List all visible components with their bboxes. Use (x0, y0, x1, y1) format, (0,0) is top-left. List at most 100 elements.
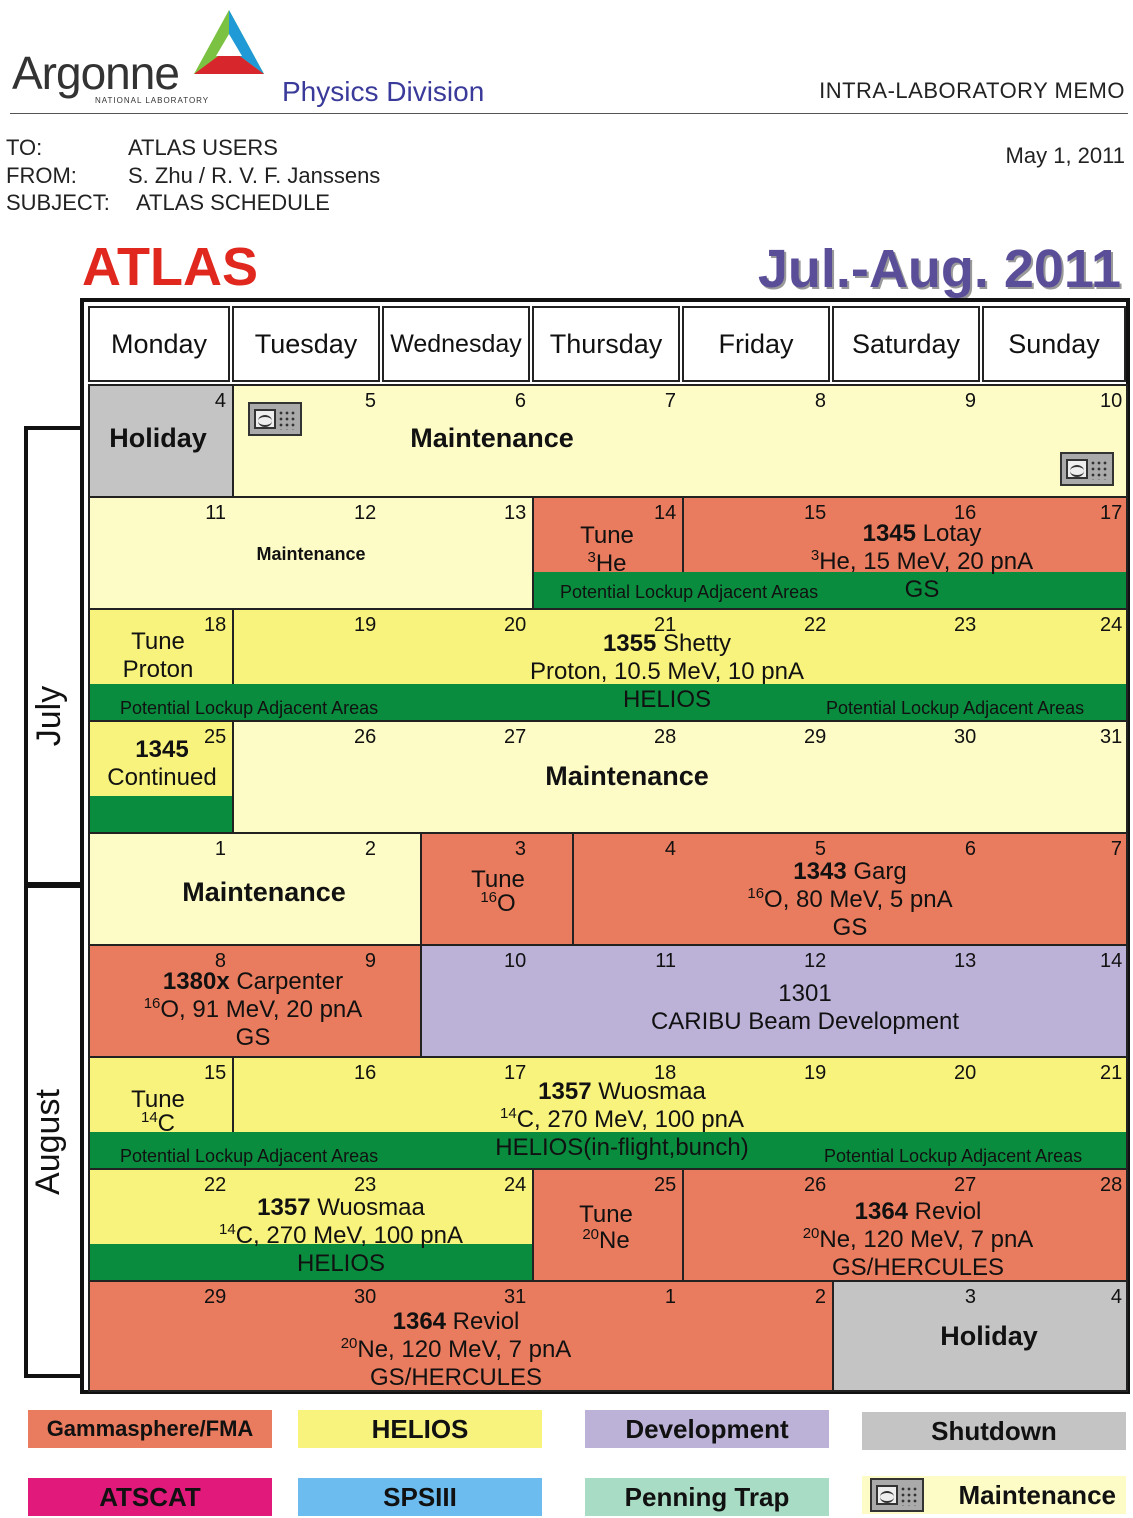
day-number: 28 (654, 726, 677, 748)
day-number: 22 (804, 614, 827, 636)
day-number: 11 (205, 502, 226, 524)
oscilloscope-icon (870, 1478, 924, 1512)
event-maintenance-label: Maintenance (182, 877, 346, 907)
day-number: 28 (1100, 1174, 1123, 1196)
day-number: 9 (364, 950, 376, 972)
event-experiment (572, 832, 1128, 946)
day-number: 12 (354, 502, 377, 524)
argonne-logo-subtitle: NATIONAL LABORATORY (95, 96, 210, 105)
day-number: 14 (654, 502, 677, 524)
day-number: 8 (214, 950, 226, 972)
day-number: 2 (364, 838, 376, 860)
event-experiment (682, 1168, 1128, 1282)
lockup-label: Potential Lockup Adjacent Areas (120, 698, 379, 718)
event-holiday (832, 1280, 1128, 1392)
day-number: 7 (664, 390, 676, 412)
day-number: 20 (504, 614, 527, 636)
calendar-grid: Monday Tuesday Wednesday Thursday Friday… (80, 298, 1130, 1394)
event-maintenance-label: Maintenance (256, 544, 366, 564)
day-number: 19 (804, 1062, 827, 1084)
event-maintenance (88, 832, 422, 946)
lockup-band (534, 572, 1126, 608)
day-header-sunday: Sunday (982, 306, 1126, 382)
month-label-august: August (29, 1089, 67, 1195)
schedule-period: Jul.-Aug. 2011 (757, 239, 1121, 299)
memo-type: INTRA-LABORATORY MEMO (819, 78, 1125, 103)
month-bracket-august (24, 884, 80, 1378)
day-number: 1 (214, 838, 226, 860)
day-number: 24 (1100, 614, 1123, 636)
day-number: 11 (655, 950, 676, 972)
day-number: 18 (654, 1062, 677, 1084)
day-number: 26 (354, 726, 377, 748)
lockup-label: Potential Lockup Adjacent Areas (120, 1146, 379, 1166)
day-number: 3 (514, 838, 526, 860)
legend-spsiii: SPSIII (298, 1478, 542, 1516)
oscilloscope-icon (248, 402, 302, 436)
day-number: 9 (964, 390, 976, 412)
subject-value: ATLAS SCHEDULE (136, 190, 330, 215)
day-number: 13 (504, 502, 527, 524)
event-maintenance-label: Maintenance (410, 423, 574, 453)
day-header-wednesday: Wednesday (382, 306, 530, 382)
lockup-label: Potential Lockup Adjacent Areas (826, 698, 1085, 718)
day-number: 1 (664, 1286, 676, 1308)
day-number: 10 (1100, 390, 1123, 412)
day-number: 5 (364, 390, 376, 412)
day-number: 31 (504, 1286, 527, 1308)
event-holiday-label: Holiday (940, 1321, 1038, 1351)
day-number: 23 (954, 614, 977, 636)
legend-helios: HELIOS (298, 1410, 542, 1448)
day-number: 12 (804, 950, 827, 972)
day-number: 3 (964, 1286, 976, 1308)
event-maintenance-label: Maintenance (545, 761, 709, 791)
day-number: 22 (204, 1174, 227, 1196)
event-maintenance (232, 384, 1128, 498)
event-maintenance (232, 720, 1128, 834)
day-number: 17 (504, 1062, 527, 1084)
day-number: 31 (1100, 726, 1123, 748)
day-number: 14 (1100, 950, 1123, 972)
day-header-thursday: Thursday (532, 306, 680, 382)
day-number: 23 (354, 1174, 377, 1196)
from-label: FROM: (6, 163, 77, 188)
day-header-tuesday: Tuesday (232, 306, 380, 382)
day-number: 29 (204, 1286, 227, 1308)
day-number: 29 (804, 726, 827, 748)
day-number: 25 (654, 1174, 677, 1196)
day-number: 16 (954, 502, 977, 524)
oscilloscope-icon (1060, 452, 1114, 486)
day-number: 4 (1110, 1286, 1122, 1308)
day-number: 15 (204, 1062, 227, 1084)
division-name: Physics Division (282, 76, 485, 107)
day-number: 4 (214, 390, 226, 412)
day-number: 20 (954, 1062, 977, 1084)
lockup-band (90, 796, 232, 832)
day-number: 19 (354, 614, 377, 636)
subject-label: SUBJECT: (6, 190, 110, 215)
legend-development: Development (585, 1410, 829, 1448)
day-number: 16 (354, 1062, 377, 1084)
day-number: 18 (204, 614, 227, 636)
lockup-band (90, 1132, 1126, 1168)
event-tune (420, 832, 574, 946)
argonne-logo: Argonne (12, 47, 180, 99)
day-number: 24 (504, 1174, 527, 1196)
day-number: 5 (814, 838, 826, 860)
legend-atscat: ATSCAT (28, 1478, 272, 1516)
legend-shutdown: Shutdown (862, 1412, 1126, 1450)
day-number: 10 (504, 950, 527, 972)
lockup-band (90, 684, 1126, 720)
